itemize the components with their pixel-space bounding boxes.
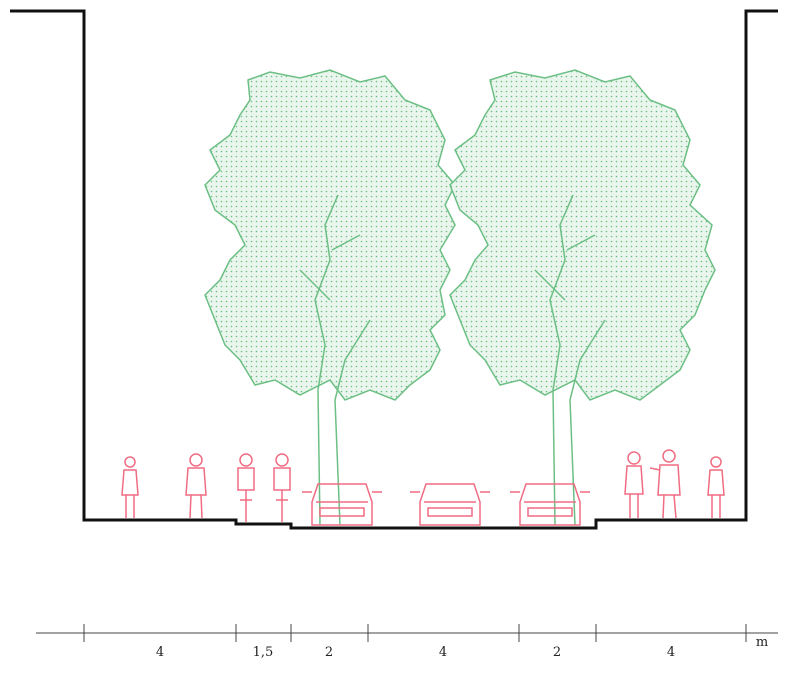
dimension-line bbox=[36, 624, 778, 642]
dim-label-sidewalk-left: 4 bbox=[156, 645, 164, 660]
car-left bbox=[302, 483, 382, 526]
dim-unit-label: m bbox=[756, 635, 768, 650]
dim-label-parking-left: 2 bbox=[325, 645, 333, 660]
car-center bbox=[410, 483, 490, 526]
dim-label-bike-lane: 1,5 bbox=[253, 645, 274, 660]
cyclist-2 bbox=[273, 453, 291, 522]
tree-left bbox=[204, 69, 456, 526]
cyclist-1 bbox=[237, 453, 255, 522]
people-left bbox=[121, 453, 291, 522]
car-right bbox=[510, 483, 590, 526]
pedestrian-2 bbox=[185, 453, 207, 519]
pedestrian-4 bbox=[649, 449, 681, 519]
people-right bbox=[624, 449, 725, 519]
pedestrian-1 bbox=[121, 456, 139, 518]
dim-label-sidewalk-right: 4 bbox=[667, 645, 675, 660]
ground-profile bbox=[10, 9, 778, 530]
tree-right bbox=[449, 69, 716, 526]
dim-label-carriageway: 4 bbox=[439, 645, 447, 660]
dimension-labels: 4 1,5 2 4 2 4 m bbox=[156, 635, 768, 660]
cars bbox=[302, 483, 590, 526]
dim-label-parking-right: 2 bbox=[553, 645, 561, 660]
pedestrian-3 bbox=[624, 451, 644, 518]
pedestrian-5 bbox=[707, 456, 725, 518]
